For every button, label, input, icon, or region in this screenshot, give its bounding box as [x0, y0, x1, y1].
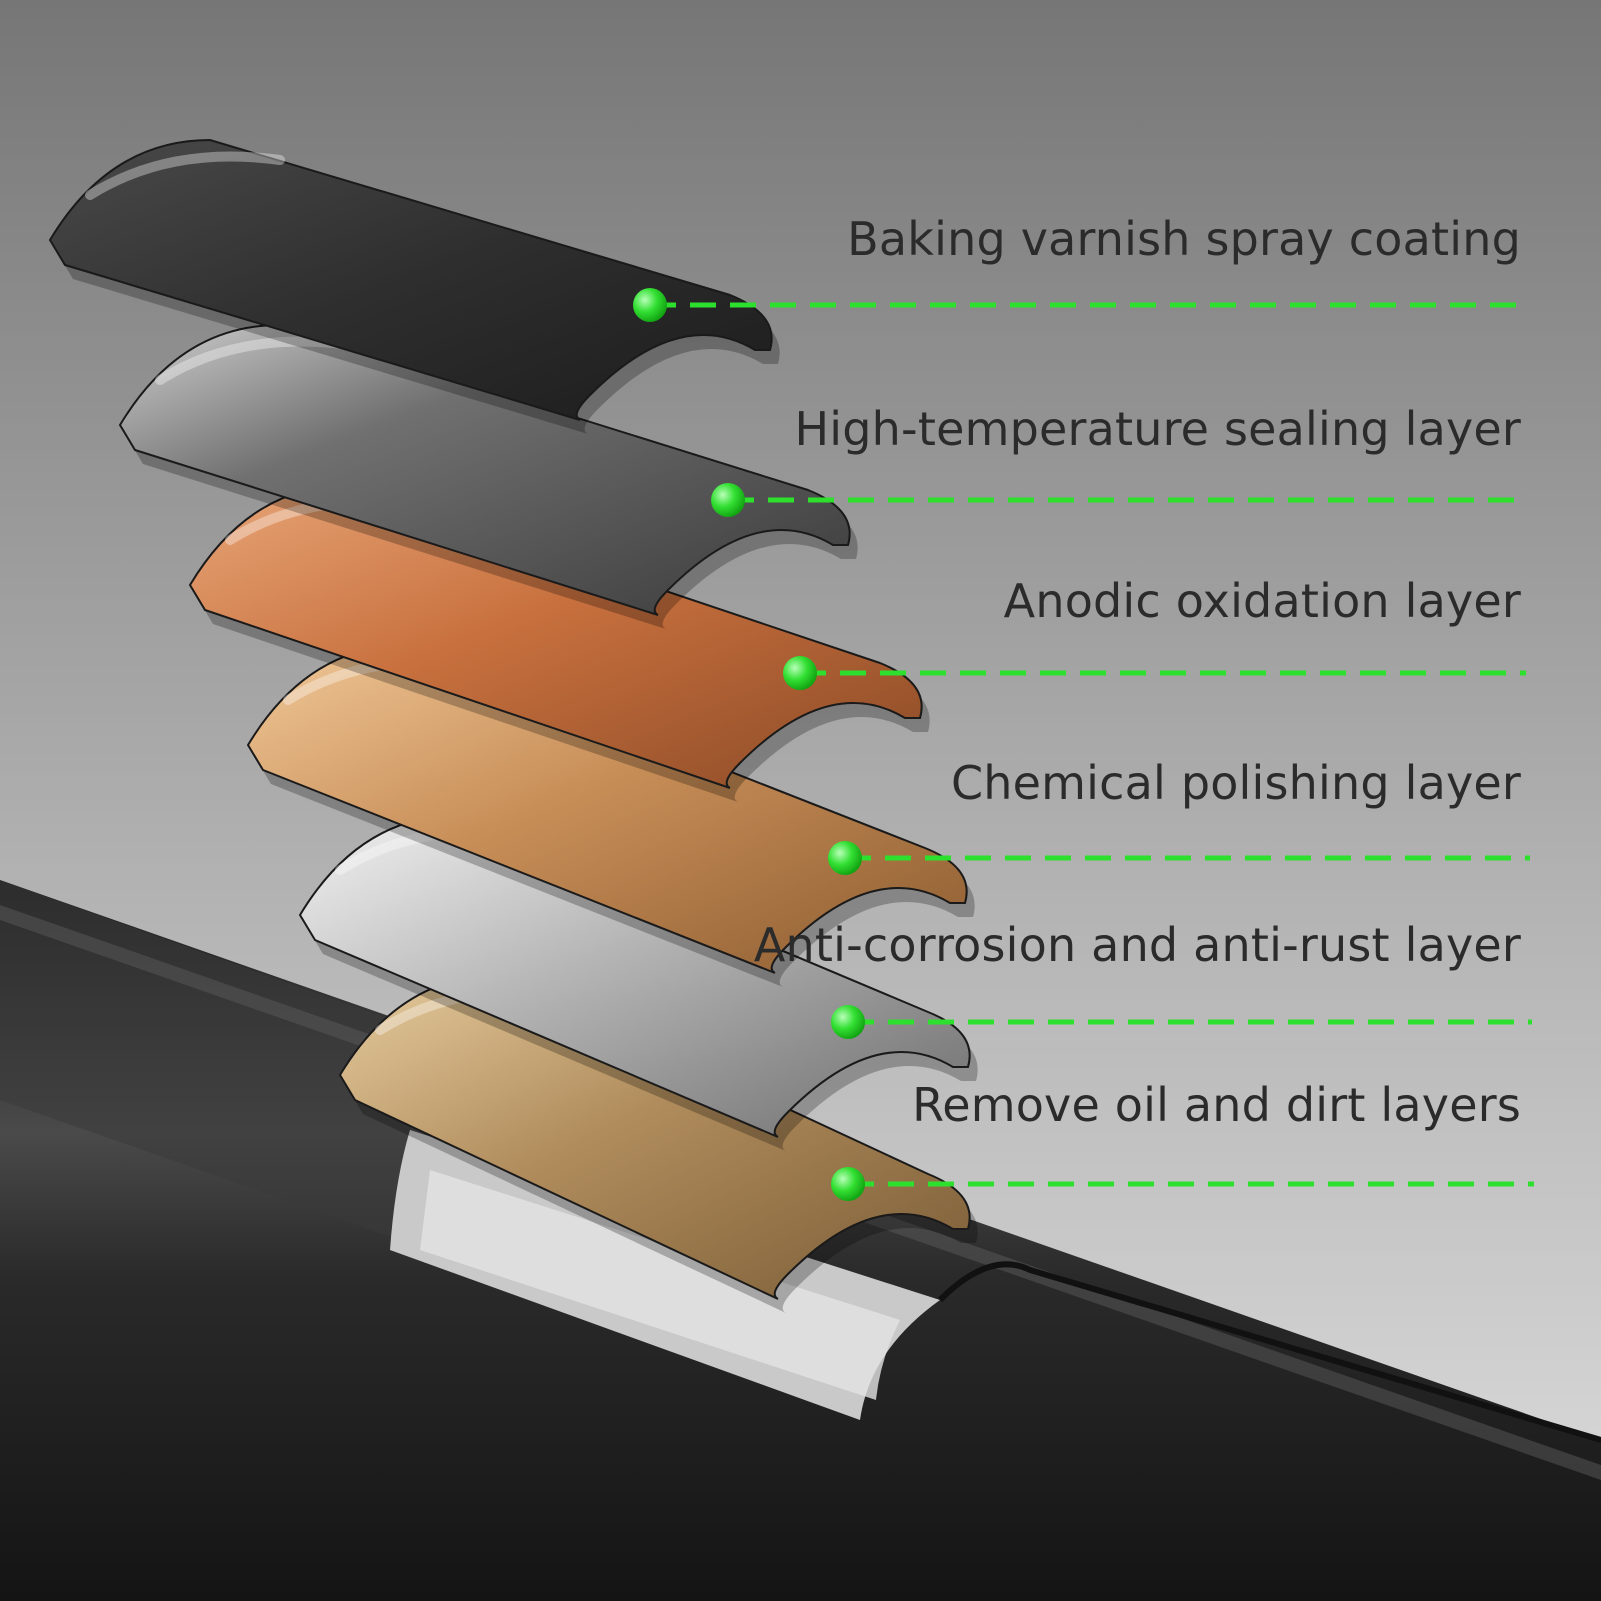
layer-label-6: Remove oil and dirt layers	[912, 1078, 1521, 1132]
layer-label-3: Anodic oxidation layer	[1003, 574, 1521, 628]
layer-label-5: Anti-corrosion and anti-rust layer	[753, 918, 1521, 972]
layer-strip-highlight	[85, 151, 285, 200]
leader-dot-5	[831, 1005, 865, 1039]
layer-label-1: Baking varnish spray coating	[847, 212, 1521, 266]
layer-strip-body	[298, 813, 971, 1138]
layer-strip-1	[48, 138, 780, 434]
leader-dot-3	[783, 656, 817, 690]
layer-strip-body	[188, 483, 923, 789]
layer-strip-body	[118, 323, 851, 616]
leader-dot-6	[831, 1167, 865, 1201]
leader-dot-4	[828, 841, 862, 875]
layer-label-4: Chemical polishing layer	[950, 756, 1521, 810]
layer-strip-body	[48, 138, 773, 421]
layer-strip-2	[118, 323, 858, 629]
layer-strip-body	[338, 973, 971, 1300]
leader-dot-2	[711, 483, 745, 517]
layer-label-2: High-temperature sealing layer	[794, 402, 1521, 456]
layer-strip-body	[246, 643, 968, 974]
layer-strips	[48, 138, 978, 1313]
leader-dot-1	[633, 288, 667, 322]
leader-lines	[633, 288, 1534, 1201]
layer-strip-5	[298, 813, 978, 1151]
